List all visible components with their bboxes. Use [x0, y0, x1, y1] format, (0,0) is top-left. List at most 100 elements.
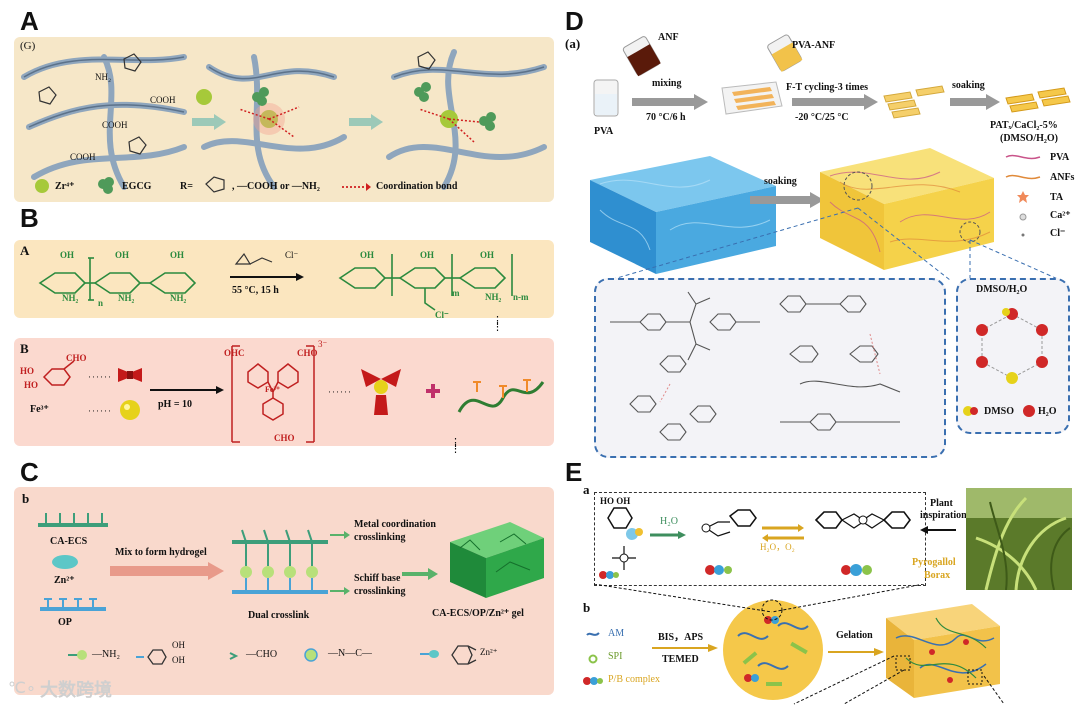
complex-cho-label-1: CHO [297, 348, 318, 358]
panel-a-network-diagram [21, 49, 547, 190]
panel-b-sub-a: A [20, 243, 30, 258]
callout-lines-d [609, 207, 1061, 281]
dotted-equiv-2: ······ [88, 406, 112, 416]
epoxy-reagent-icon [234, 252, 273, 265]
molecular-structure-drawing [610, 291, 901, 441]
anf-beaker-icon [622, 36, 661, 77]
imidazole-icon [205, 176, 225, 193]
panel-a-letter: A [20, 6, 39, 36]
legend-catechol-oh2: OH [172, 655, 185, 665]
legend-zn-chelate: Zn²⁺ [480, 647, 498, 657]
legend-r-label: R= [180, 181, 193, 192]
mixing-condition: 70 °C/6 h [646, 112, 686, 123]
mixing-label: mixing [652, 78, 682, 89]
borate-diester-molecule [814, 511, 911, 529]
plant-label-1: Plant [930, 498, 953, 509]
bis-aps-label: BIS，APS [658, 632, 704, 643]
schiff-base-arrow [330, 587, 350, 595]
complex-charge: 3⁻ [318, 339, 328, 349]
legend-ta-icon [1017, 191, 1029, 203]
molecular-structure-box [594, 278, 946, 458]
legend-cooh-nh2-label: , —COOH or —NH₂ [232, 181, 320, 192]
equilibrium-arrows [762, 524, 804, 542]
fe-ion-label: Fe³⁺ [30, 404, 49, 415]
legend-cl-icon [1021, 233, 1025, 237]
watermark-logo-icon: ℃∘ [8, 680, 36, 697]
legend-pva-label: PVA [1050, 152, 1070, 163]
legend-egcg-label: EGCG [122, 181, 152, 192]
pyrogallol-label: Pyrogallol [912, 557, 956, 568]
h2o-legend-icon [1023, 405, 1035, 417]
vertical-dots-2: ⋮⋮ [450, 437, 461, 455]
panel-e-sub-a: a [583, 482, 590, 497]
chitosan-nh2-3: NH₂ [170, 293, 187, 303]
pva-beaker-icon [593, 79, 619, 117]
gelation-label: Gelation [836, 630, 873, 641]
zn-chelate-structure [451, 645, 477, 665]
legend-coordination-label: Coordination bond [376, 181, 458, 192]
vertical-dots-1: ⋮⋮ [492, 315, 503, 333]
borax-label: Borax [924, 570, 951, 581]
metal-coord-arrow [330, 531, 350, 539]
borate-ester-molecule-1 [701, 509, 757, 537]
gel-strips-icon [883, 85, 945, 119]
schiff-legend-icon [304, 648, 318, 662]
catechol-ho-1: HO [20, 366, 35, 376]
metal-coord-line2: crosslinking [354, 532, 406, 543]
zr-legend-sphere [35, 179, 49, 193]
product-label-2: (DMSO/H₂O) [1000, 133, 1058, 144]
spi-legend-label: SPI [608, 651, 623, 662]
dual-crosslink-label: Dual crosslink [248, 610, 310, 621]
ca-ecs-polymer-icon [38, 513, 108, 527]
dual-crosslink-network [232, 529, 328, 594]
pb-complex-cluster-1 [705, 565, 732, 575]
legend-amide: —N—C— [328, 648, 372, 659]
pva-anf-beaker-icon [767, 34, 803, 72]
panel-b-top-background [14, 240, 554, 318]
complex-fe-center: Fe³⁺ [265, 385, 281, 394]
soaked-strips-icon [1005, 87, 1071, 113]
chitosan-nh2-1: NH₂ [62, 293, 79, 303]
legend-ca-icon [1019, 213, 1027, 221]
dmso-legend-icon [963, 406, 978, 416]
chitosan-oh-3: OH [170, 250, 185, 260]
legend-nh2: —NH₂ [92, 649, 120, 660]
solvent-cluster-icon [976, 308, 1048, 384]
ft-cycling-arrow [792, 94, 878, 110]
legend-cl-label: Cl⁻ [1050, 228, 1066, 239]
legend-catechol-oh1: OH [172, 640, 185, 650]
ft-condition: -20 °C/25 °C [795, 112, 849, 123]
coordination-bond-legend-line [342, 183, 371, 191]
ca-ecs-label: CA-ECS [50, 536, 88, 547]
op-polymer-icon [40, 598, 106, 611]
pva-beaker-label: PVA [594, 126, 614, 137]
h2o-legend-label: H₂O [1038, 406, 1057, 417]
blue-hydrogel-block [590, 156, 776, 274]
chitosan-structure-product [338, 254, 513, 311]
aldehyde-legend-icon [229, 652, 239, 660]
egcg-legend-icon [98, 177, 114, 194]
bis-aps-arrow [652, 644, 718, 652]
schiff-base-line1: Schiff base [354, 573, 401, 584]
legend-anfs-line [1005, 174, 1041, 180]
catechol-cho: CHO [66, 353, 87, 363]
reaction-arrow-b-b [150, 386, 224, 394]
complex-cho-label-2: CHO [274, 433, 295, 443]
catechol-legend-icon [136, 649, 167, 665]
catechol-ho-2: HO [24, 380, 39, 390]
spi-legend-icon [588, 654, 598, 664]
plant-inspiration-arrow [920, 526, 956, 534]
watermark-text: 大数跨境 [40, 680, 112, 701]
panel-a-cooh-label-3: COOH [150, 95, 176, 105]
product-m-index: m [452, 288, 460, 298]
dotted-equiv-1: ······ [88, 372, 112, 382]
metal-coord-line1: Metal coordination [354, 519, 436, 530]
reagent-cl-label: Cl⁻ [285, 250, 299, 260]
panel-c-sub: b [22, 491, 30, 506]
chitosan-structure-reactant [38, 257, 197, 301]
zn-ion-icon [52, 555, 78, 569]
panel-b-condition-a: 55 °C, 15 h [232, 285, 279, 296]
pyrogallol-oh-label: HO OH [600, 496, 631, 506]
product-label-1: PATₓ/CaCl₂-5% [990, 120, 1058, 131]
fe-ion-sphere [120, 400, 140, 420]
